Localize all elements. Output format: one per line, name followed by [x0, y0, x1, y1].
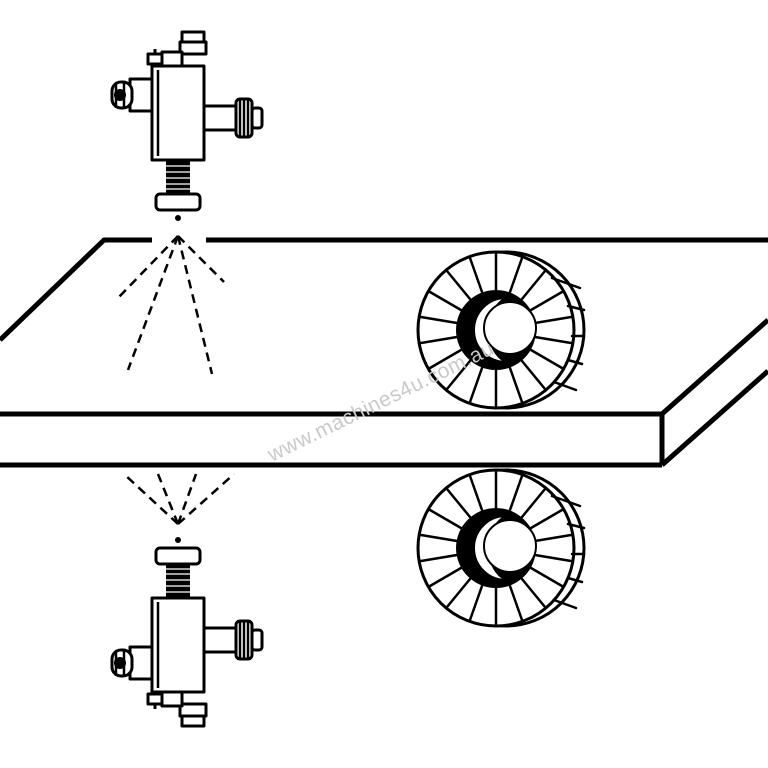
bottom-spray-mist	[123, 473, 235, 525]
top-spray-nozzle	[110, 30, 264, 223]
bottom-spray-nozzle	[110, 535, 264, 728]
top-spray-mist	[117, 235, 225, 375]
top-flap-wheel	[416, 250, 586, 410]
flat-panel	[0, 237, 768, 468]
bottom-flap-wheel	[416, 468, 586, 628]
